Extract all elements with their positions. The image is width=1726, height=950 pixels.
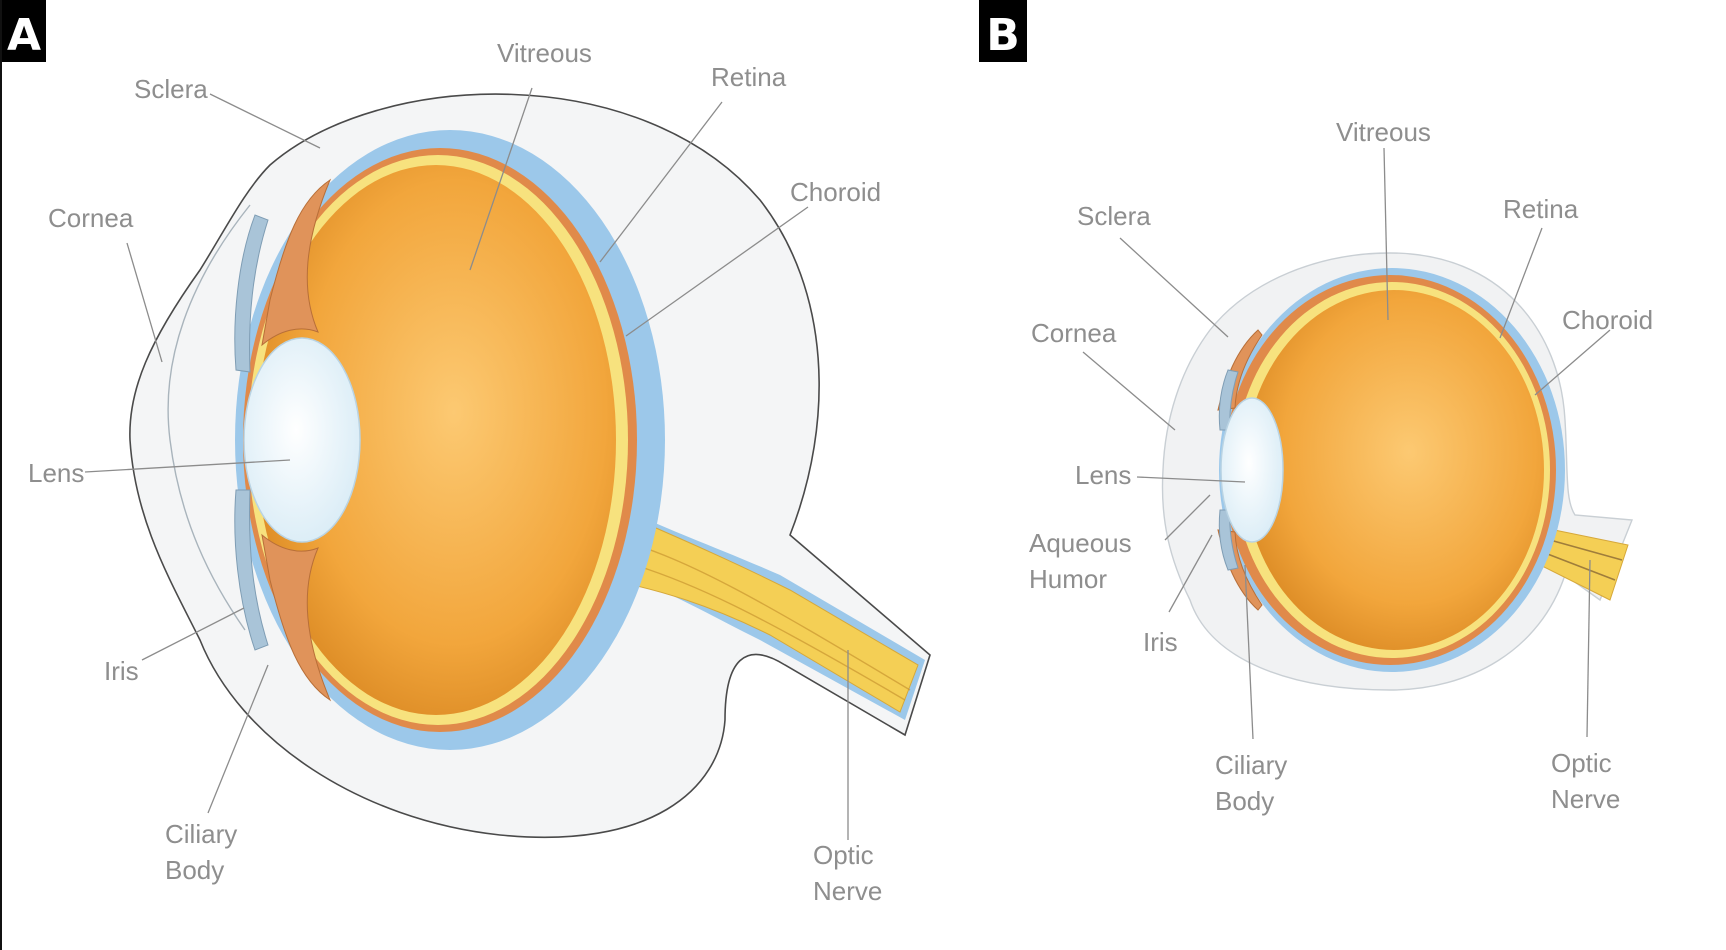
lens — [243, 337, 361, 543]
panel-b-leaders — [1082, 147, 1611, 740]
label-b-sclera: Sclera — [1077, 201, 1151, 231]
label-optic-nerve-1: Optic — [813, 840, 874, 870]
label-b-ciliary-body-2: Body — [1215, 786, 1274, 816]
panel-a-leaders — [84, 87, 849, 840]
panel-b-tag-bg — [979, 0, 1027, 62]
label-ciliary-body-1: Ciliary — [165, 819, 237, 849]
panel-a-tag-bg — [2, 0, 46, 62]
label-vitreous: Vitreous — [497, 38, 592, 68]
label-b-retina: Retina — [1503, 194, 1579, 224]
label-b-ciliary-body-1: Ciliary — [1215, 750, 1287, 780]
label-ciliary-body-2: Body — [165, 855, 224, 885]
ciliary-body-upper — [261, 178, 332, 347]
panel-a-tag: A — [7, 10, 41, 61]
label-b-lens: Lens — [1075, 460, 1131, 490]
label-b-cornea: Cornea — [1031, 318, 1117, 348]
iris-lower — [234, 489, 269, 651]
label-b-aqueous-humor-2: Humor — [1029, 564, 1107, 594]
panel-a-border — [0, 0, 2, 950]
vitreous-body-b — [1244, 290, 1544, 650]
cornea-shape — [167, 204, 251, 631]
label-b-optic-nerve-1: Optic — [1551, 748, 1612, 778]
lens-b — [1220, 397, 1284, 543]
iris-upper — [234, 214, 269, 373]
label-b-iris: Iris — [1143, 627, 1178, 657]
label-b-optic-nerve-2: Nerve — [1551, 784, 1620, 814]
label-optic-nerve-2: Nerve — [813, 876, 882, 906]
label-cornea: Cornea — [48, 203, 134, 233]
panel-a: A — [2, 0, 931, 906]
label-b-aqueous-humor-1: Aqueous — [1029, 528, 1132, 558]
label-choroid: Choroid — [790, 177, 881, 207]
label-b-choroid: Choroid — [1562, 305, 1653, 335]
label-b-vitreous: Vitreous — [1336, 117, 1431, 147]
iris-b-lower — [1218, 509, 1239, 571]
label-iris: Iris — [104, 656, 139, 686]
optic-nerve — [609, 509, 919, 713]
ciliary-body-lower — [261, 533, 332, 702]
panel-b: B Vitreous — [979, 0, 1653, 816]
label-retina: Retina — [711, 62, 787, 92]
panel-b-tag: B — [986, 10, 1020, 61]
label-sclera: Sclera — [134, 74, 208, 104]
vitreous-body — [256, 165, 616, 715]
label-lens: Lens — [28, 458, 84, 488]
